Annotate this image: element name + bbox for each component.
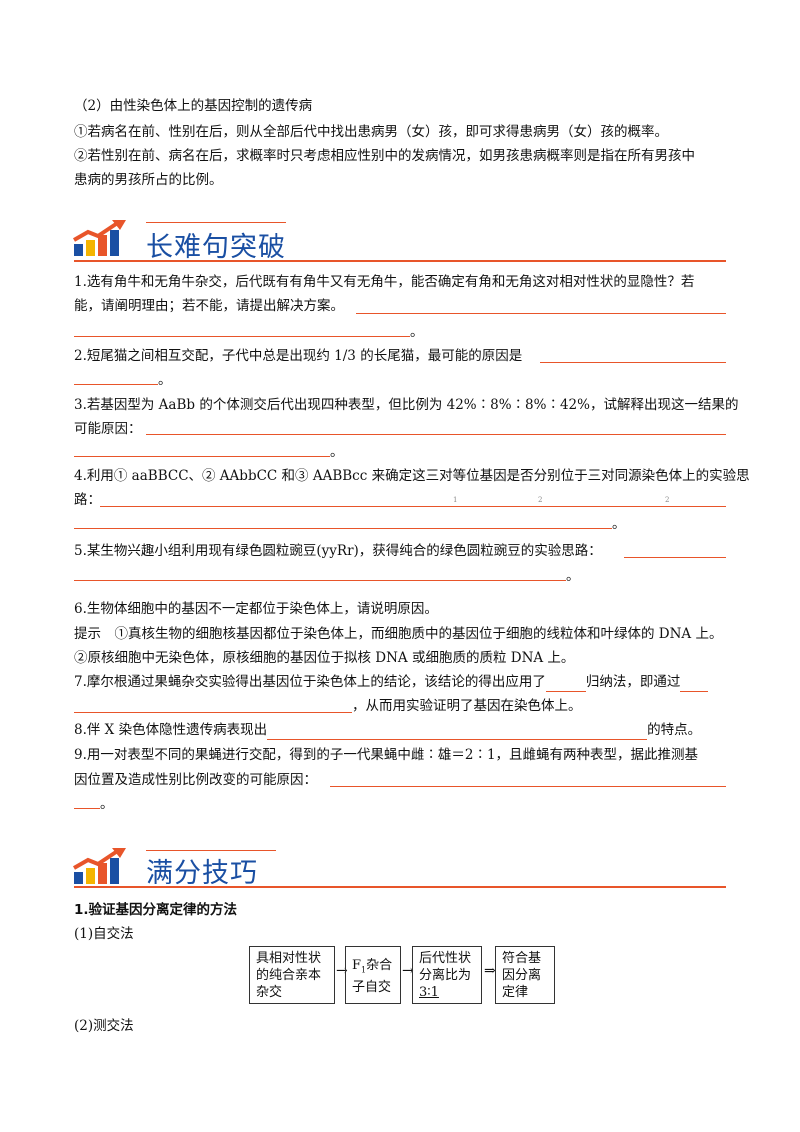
flow-box-parents: 具相对性状的纯合亲本杂交 <box>249 946 335 1004</box>
intro-paragraph-1: ①若病名在前、性别在后，则从全部后代中找出患病男（女）孩，即可求得患病男（女）孩… <box>74 124 668 140</box>
footnote-mark: 2 <box>665 496 670 504</box>
answer-blank[interactable] <box>545 675 586 692</box>
question-6-line-1: 6.生物体细胞中的基因不一定都位于染色体上，请说明原因。 <box>74 601 438 617</box>
question-6-hint: 提示 ①真核生物的细胞核基因都位于染色体上，而细胞质中的基因位于细胞的线粒体和叶… <box>74 626 723 642</box>
question-1-line-2: 能，请阐明理由；若不能，请提出解决方案。 <box>74 298 344 314</box>
section-title-long-sentences: 长难句突破 <box>146 232 286 263</box>
tips-heading: 1.验证基因分离定律的方法 <box>74 902 238 918</box>
answer-blank[interactable] <box>624 557 726 558</box>
period: 。 <box>158 372 172 388</box>
period: 。 <box>330 444 344 460</box>
answer-blank[interactable] <box>330 786 726 787</box>
period: 。 <box>410 324 424 340</box>
question-8-line-1: 8.伴 X 染色体隐性遗传病表现出的特点。 <box>74 722 702 740</box>
double-arrow-icon: ⇒ <box>484 963 496 979</box>
answer-blank[interactable] <box>267 723 648 740</box>
method-selfing: (1)自交法 <box>74 926 134 942</box>
question-7-line-1: 7.摩尔根通过果蝇杂交实验得出基因位于染色体上的结论，该结论的得出应用了归纳法，… <box>74 672 709 692</box>
arrow-right-icon: → <box>402 963 414 979</box>
answer-blank[interactable] <box>356 313 726 314</box>
answer-blank[interactable] <box>146 434 726 435</box>
method-testcross: (2)测交法 <box>74 1018 134 1034</box>
question-9-line-1: 9.用一对表型不同的果蝇进行交配，得到的子一代果蝇中雌∶雄＝2∶1，且雌蝇有两种… <box>74 747 699 763</box>
intro-paragraph-2a: ②若性别在前、病名在后，求概率时只考虑相应性别中的发病情况，如男孩患病概率则是指… <box>74 148 695 164</box>
section-top-rule <box>146 222 286 223</box>
question-2-line-1: 2.短尾猫之间相互交配，子代中总是出现约 1/3 的长尾猫，最可能的原因是 <box>74 348 523 364</box>
answer-blank[interactable] <box>74 580 566 581</box>
answer-blank[interactable] <box>74 528 612 529</box>
intro-paragraph-2b: 患病的男孩所占的比例。 <box>74 172 223 188</box>
question-3-line-2: 可能原因： <box>74 421 142 437</box>
chart-trend-icon <box>73 220 126 256</box>
chart-trend-icon <box>73 848 126 884</box>
question-5-line-1: 5.某生物兴趣小组利用现有绿色圆粒豌豆(yyRr)，获得纯合的绿色圆粒豌豆的实验… <box>74 543 602 559</box>
arrow-right-icon: → <box>336 963 348 979</box>
answer-blank[interactable] <box>74 384 158 385</box>
answer-blank[interactable] <box>680 675 709 692</box>
flow-box-conclusion: 符合基因分离定律 <box>495 946 555 1004</box>
question-4-line-1: 4.利用① aaBBCC、② AAbbCC 和③ AABBcc 来确定这三对等位… <box>74 468 750 484</box>
footnote-mark: 2 <box>538 496 543 504</box>
question-3-line-1: 3.若基因型为 AaBb 的个体测交后代出现四种表型，但比例为 42%∶8%∶8… <box>74 397 739 413</box>
intro-heading: （2）由性染色体上的基因控制的遗传病 <box>74 98 313 114</box>
period: 。 <box>100 796 114 812</box>
question-9-line-2: 因位置及造成性别比例改变的可能原因： <box>74 772 317 788</box>
footnote-mark: 1 <box>453 496 458 504</box>
answer-blank[interactable] <box>540 362 726 363</box>
answer-blank[interactable] <box>74 336 410 337</box>
section-top-rule <box>146 850 276 851</box>
answer-blank[interactable] <box>74 712 352 713</box>
section-rule <box>74 886 726 888</box>
answer-blank[interactable] <box>100 506 726 507</box>
flow-box-f1-selfing: F1杂合 子自交 <box>345 946 401 1004</box>
question-4-line-2: 路： <box>74 492 101 508</box>
question-1-line-1: 1.选有角牛和无角牛杂交，后代既有有角牛又有无角牛，能否确定有角和无角这对相对性… <box>74 274 695 290</box>
question-6-hint-2: ②原核细胞中无染色体，原核细胞的基因位于拟核 DNA 或细胞质的质粒 DNA 上… <box>74 650 575 666</box>
answer-blank[interactable] <box>74 808 100 809</box>
section-rule <box>74 260 726 262</box>
period: 。 <box>612 516 626 532</box>
answer-blank[interactable] <box>74 456 330 457</box>
period: 。 <box>566 568 580 584</box>
section-title-full-score-tips: 满分技巧 <box>146 858 258 889</box>
question-7-line-2: ，从而用实验证明了基因在染色体上。 <box>352 698 582 714</box>
